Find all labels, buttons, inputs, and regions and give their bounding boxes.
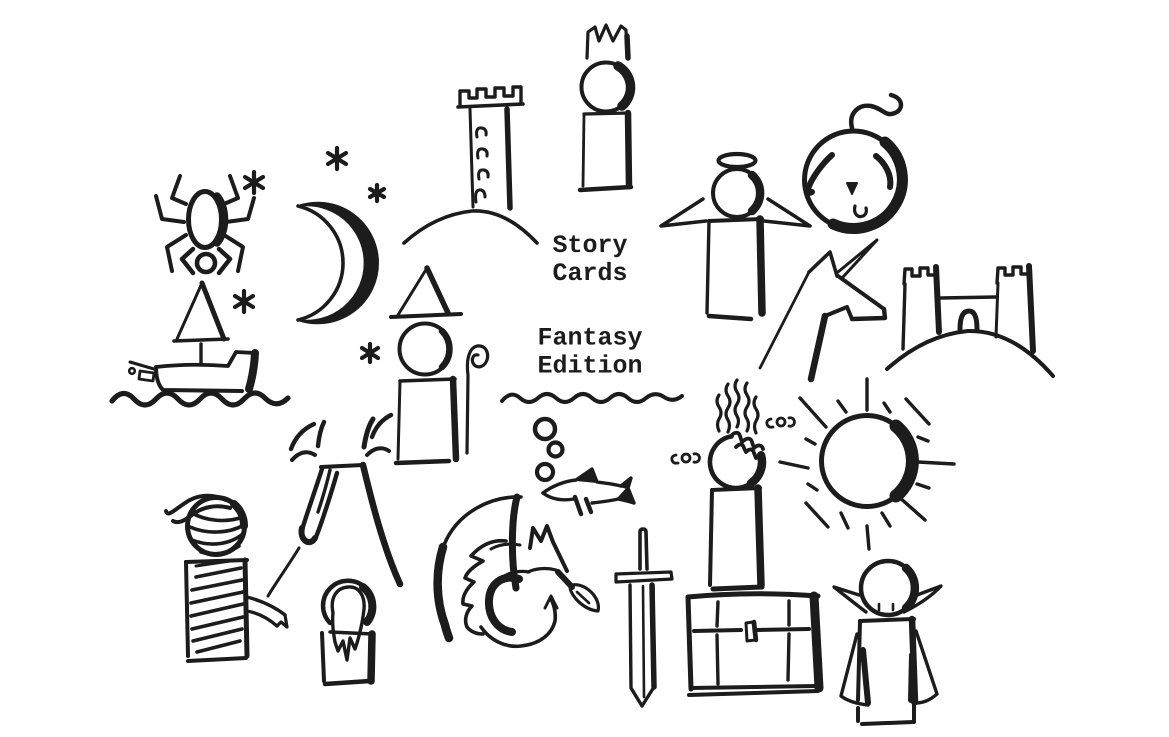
- svg-text:Cards: Cards: [552, 259, 627, 288]
- svg-text:Fantasy: Fantasy: [537, 324, 642, 353]
- svg-text:Story: Story: [552, 231, 627, 260]
- svg-text:Edition: Edition: [537, 352, 642, 381]
